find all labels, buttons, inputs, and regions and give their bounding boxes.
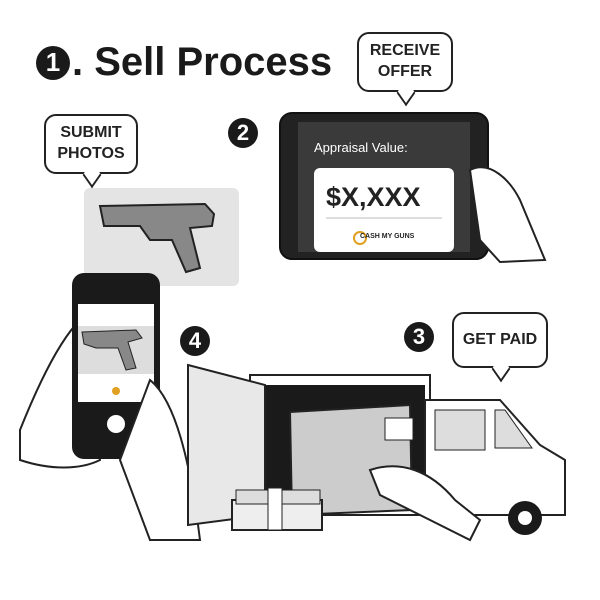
tablet bbox=[279, 112, 547, 264]
brand-logo: CASH MY GUNS bbox=[360, 233, 415, 240]
gun-photo-card bbox=[84, 188, 239, 286]
bubble-submit-photos: SUBMIT PHOTOS bbox=[44, 114, 138, 174]
pistol-icon bbox=[81, 329, 143, 371]
step-4-badge: 4 bbox=[180, 326, 210, 356]
cash-stack-icon bbox=[231, 487, 323, 531]
appraisal-heading: Appraisal Value: bbox=[314, 140, 408, 155]
title-text: . Sell Process bbox=[72, 40, 333, 84]
hand-icon bbox=[468, 166, 547, 264]
page-title: 1 . Sell Process bbox=[36, 40, 332, 85]
appraisal-value: $X,XXX bbox=[326, 182, 421, 212]
pistol-icon bbox=[98, 202, 216, 274]
step-1-badge: 1 bbox=[36, 45, 70, 80]
shutter-button bbox=[107, 415, 125, 433]
bubble-receive-offer: RECEIVE OFFER bbox=[357, 32, 453, 92]
bubble-get-paid: GET PAID bbox=[452, 312, 548, 368]
delivery-van bbox=[187, 363, 566, 542]
hand-icon bbox=[368, 465, 482, 542]
step-3-badge: 3 bbox=[404, 322, 434, 352]
step-2-badge: 2 bbox=[228, 118, 258, 148]
phone bbox=[19, 273, 202, 541]
hand-icon bbox=[118, 378, 202, 541]
